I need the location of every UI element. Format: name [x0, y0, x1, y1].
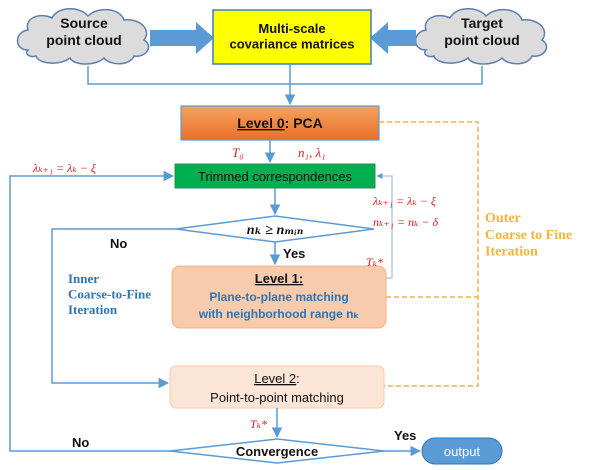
convergence-label: Convergence — [236, 444, 318, 459]
tk-star-level1: Tₖ* — [366, 255, 383, 269]
target-label-line-2: point cloud — [444, 32, 519, 48]
outer-loop-label-line-1: Outer — [485, 211, 521, 226]
cloud-shape — [414, 8, 548, 65]
level2-title: Level 2 — [254, 371, 296, 386]
source-label-line-2: point cloud — [46, 32, 121, 48]
decision-label: nₖ ≥ nₘᵢₙ — [247, 223, 304, 238]
convergence-no-label: No — [72, 435, 89, 450]
outer-loop-label-line-3: Iteration — [485, 245, 538, 260]
level1-line2: Plane-to-plane matching — [209, 290, 348, 304]
lambda-update-right: λₖ₊₁ = λₖ − ξ — [372, 194, 437, 208]
output-label: output — [444, 444, 481, 459]
target-label-line-1: Target — [461, 15, 503, 31]
lambda-update-left: λₖ₊₁ = λₖ − ξ — [32, 161, 97, 175]
tk-star-level2: Tₖ* — [250, 417, 267, 431]
decision-diamond: nₖ ≥ nₘᵢₙ — [175, 215, 375, 243]
multiscale-label-line-2: covariance matrices — [229, 37, 354, 52]
inner-loop-label-line-2: Coarse-to-Fine — [68, 287, 151, 302]
trimmed-correspondences-box: Trimmed correspondences — [174, 163, 376, 189]
n-update-right: nₖ₊₁ = nₖ − δ — [373, 215, 438, 229]
connector-source-to-merge — [87, 66, 290, 85]
cloud-shape — [16, 8, 150, 65]
outer-loop-dashed-line — [379, 121, 479, 387]
level0-text: Level 0: PCA — [237, 115, 323, 131]
decision-yes-label: Yes — [283, 246, 305, 261]
block-arrow-source — [150, 22, 214, 54]
t0-label: T₀ — [232, 145, 244, 160]
multiscale-label-line-1: Multi-scale — [258, 21, 325, 36]
level2-titleline: Level 2: — [254, 371, 300, 386]
level1-box: Level 1: Plane-to-plane matching with ne… — [171, 265, 387, 329]
connector-level1-feedback — [376, 173, 393, 279]
inner-loop-label-line-3: Iteration — [68, 302, 118, 317]
outer-loop-label-line-2: Coarse to Fine — [485, 228, 572, 243]
level2-suffix: : — [296, 371, 300, 386]
connector-target-to-merge — [290, 66, 483, 85]
level0-title: Level 0 — [237, 115, 285, 131]
decision-no-label: No — [110, 236, 127, 251]
output-node: output — [421, 437, 503, 465]
connector-decision-no — [51, 228, 176, 389]
level2-line2: Point-to-point matching — [210, 390, 344, 405]
connector-convergence-no — [9, 170, 175, 452]
convergence-yes-label: Yes — [394, 428, 416, 443]
level0-suffix: : PCA — [285, 115, 323, 131]
level0-pca-box: Level 0: PCA — [180, 105, 380, 141]
trimmed-label: Trimmed correspondences — [198, 169, 353, 184]
level1-line3: with neighborhood range nₖ — [198, 307, 360, 321]
source-label-line-1: Source — [60, 15, 108, 31]
level2-box: Level 2: Point-to-point matching — [169, 365, 385, 409]
block-arrow-target — [370, 22, 416, 54]
inner-loop-label-line-1: Inner — [68, 271, 99, 286]
level1-title: Level 1: — [255, 271, 303, 286]
n1-lambda1-label: n₁, λ₁ — [298, 145, 326, 160]
convergence-diamond: Convergence — [169, 438, 385, 464]
